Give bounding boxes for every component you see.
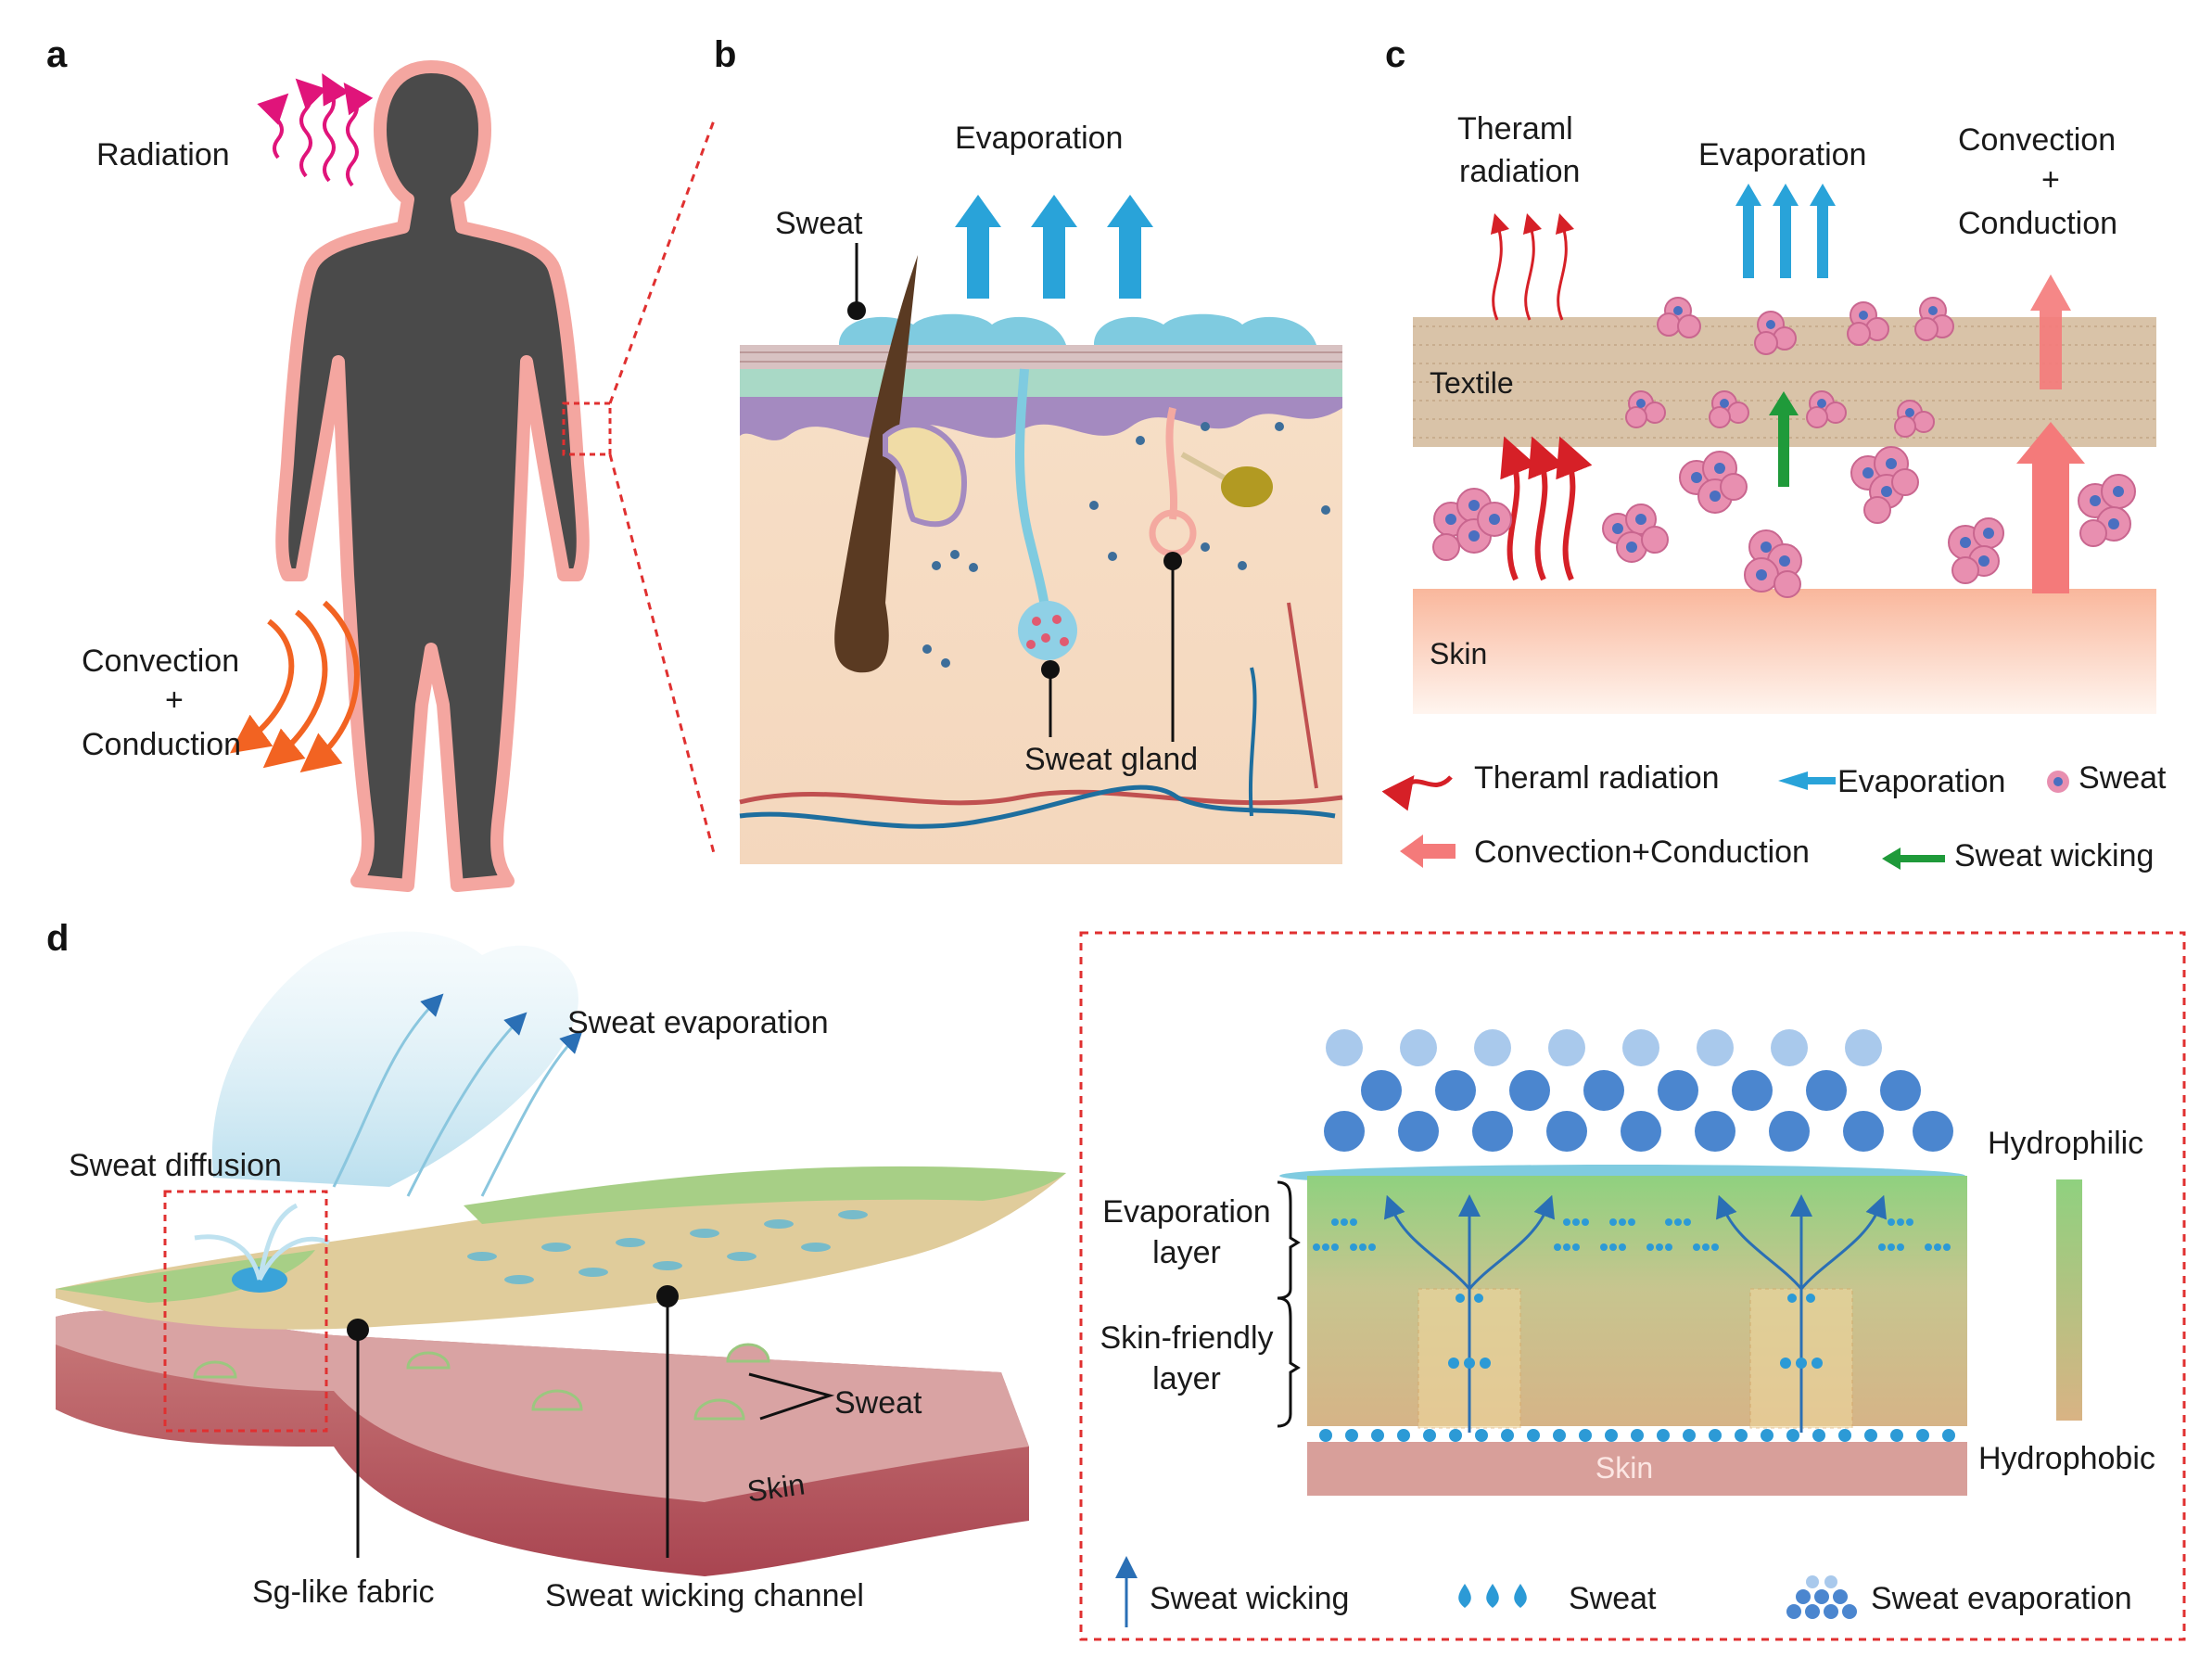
zoom-box-wrist — [562, 402, 612, 456]
convection-arrow-small — [2030, 274, 2071, 389]
evaporation-arrows-b — [955, 195, 1153, 299]
skin-friendly-label-2: layer — [1152, 1361, 1221, 1396]
sweat-dot-b — [847, 301, 866, 320]
fabric-3d-illustration — [56, 931, 1066, 1576]
legend-convection-icon — [1400, 835, 1456, 868]
conduction-label-c: Conduction — [1958, 206, 2117, 241]
sg-fabric-label: Sg-like fabric — [252, 1574, 435, 1610]
skin-label-c: Skin — [1430, 637, 1487, 670]
skin-label-d: Skin — [745, 1467, 807, 1508]
sweat-gland-label: Sweat gland — [1024, 742, 1198, 777]
evaporation-label-b: Evaporation — [955, 121, 1123, 156]
sweat-label-d: Sweat — [834, 1385, 922, 1421]
panel-b-label: b — [714, 34, 736, 75]
evaporation-layer-brace — [1277, 1180, 1301, 1300]
sweat-particle-clusters — [1432, 297, 2136, 598]
legend-sweat-inset-text: Sweat — [1569, 1581, 1657, 1616]
inset-layer-stack — [1279, 1165, 1967, 1496]
wicking-channel-label: Sweat wicking channel — [545, 1578, 864, 1613]
sweat-diffusion-label: Sweat diffusion — [69, 1148, 282, 1183]
zoom-line-top — [608, 120, 716, 404]
sweat-wicking-arrow-c — [1769, 391, 1799, 487]
legend-sweat-icon — [2047, 771, 2069, 793]
skin-friendly-layer-brace — [1277, 1296, 1301, 1428]
sweat-diffusion-box — [163, 1190, 328, 1433]
legend-sweat-inset-icon — [1458, 1584, 1527, 1608]
sweat-drops-inset — [1313, 1218, 1955, 1442]
hydrophilic-label: Hydrophilic — [1988, 1126, 2143, 1161]
gland-dot-1 — [1041, 660, 1060, 679]
thermal-radiation-arrows-top — [1490, 212, 1575, 321]
legend-wicking-inset-text: Sweat wicking — [1150, 1581, 1349, 1616]
human-body-figure — [275, 60, 590, 892]
legend-evaporation-icon — [1778, 771, 1836, 790]
legend-convection-text: Convection+Conduction — [1474, 835, 1810, 870]
conduction-label-a: Conduction — [82, 727, 241, 762]
legend-sweat-text: Sweat — [2079, 760, 2167, 796]
legend-c: Theraml radiation Evaporation Sweat Conv… — [1381, 760, 2167, 873]
thermal-radiation-label-2: radiation — [1459, 154, 1580, 189]
evaporation-layer-label-2: layer — [1152, 1235, 1221, 1270]
wicking-arrows-inset — [1383, 1194, 1888, 1433]
convection-label-a: Convection — [82, 644, 239, 679]
textile-label: Textile — [1430, 366, 1514, 400]
thermal-radiation-label-1: Theraml — [1457, 111, 1573, 147]
legend-evap-inset-text: Sweat evaporation — [1871, 1581, 2132, 1616]
convection-label-c: Convection — [1958, 122, 2116, 158]
skin-friendly-label-1: Skin-friendly — [1100, 1320, 1273, 1356]
sweat-label-b: Sweat — [775, 206, 863, 241]
hydrophilicity-bar — [2056, 1179, 2082, 1421]
radiation-label: Radiation — [96, 137, 230, 172]
panel-d-label: d — [46, 918, 69, 959]
convection-curved-arrows — [230, 600, 360, 773]
gland-dot-2 — [1163, 552, 1182, 570]
evaporation-dots-inset — [1324, 1029, 1953, 1152]
sweat-evaporation-label-d: Sweat evaporation — [567, 1005, 829, 1040]
thermal-radiation-arrows-bottom — [1500, 436, 1593, 581]
evaporation-layer-label-1: Evaporation — [1102, 1194, 1270, 1230]
plus-label-c: + — [2041, 162, 2060, 198]
sweat-leader-d — [748, 1372, 835, 1421]
evaporation-arrows-c — [1735, 184, 1836, 278]
legend-wicking-icon — [1882, 848, 1945, 870]
legend-thermal-icon — [1381, 775, 1453, 811]
legend-thermal-text: Theraml radiation — [1474, 760, 1720, 796]
evaporation-label-c: Evaporation — [1698, 137, 1866, 172]
legend-wicking-text: Sweat wicking — [1954, 838, 2154, 873]
zoom-line-bottom — [608, 453, 716, 854]
radiation-wavy-arrows — [257, 73, 374, 187]
legend-evaporation-text: Evaporation — [1837, 764, 2005, 799]
legend-inset: Sweat wicking Sweat Sweat evaporation — [1115, 1556, 2132, 1627]
skin-cross-section — [739, 255, 1343, 864]
plus-label-a: + — [165, 682, 184, 718]
panel-c-label: c — [1385, 34, 1405, 75]
legend-evap-inset-icon — [1786, 1575, 1857, 1619]
hydrophobic-label: Hydrophobic — [1978, 1441, 2155, 1476]
skin-label-inset: Skin — [1595, 1451, 1653, 1485]
convection-arrow-large — [2016, 422, 2085, 593]
skin-layer-c — [1413, 589, 2156, 714]
panel-a-label: a — [46, 34, 68, 75]
